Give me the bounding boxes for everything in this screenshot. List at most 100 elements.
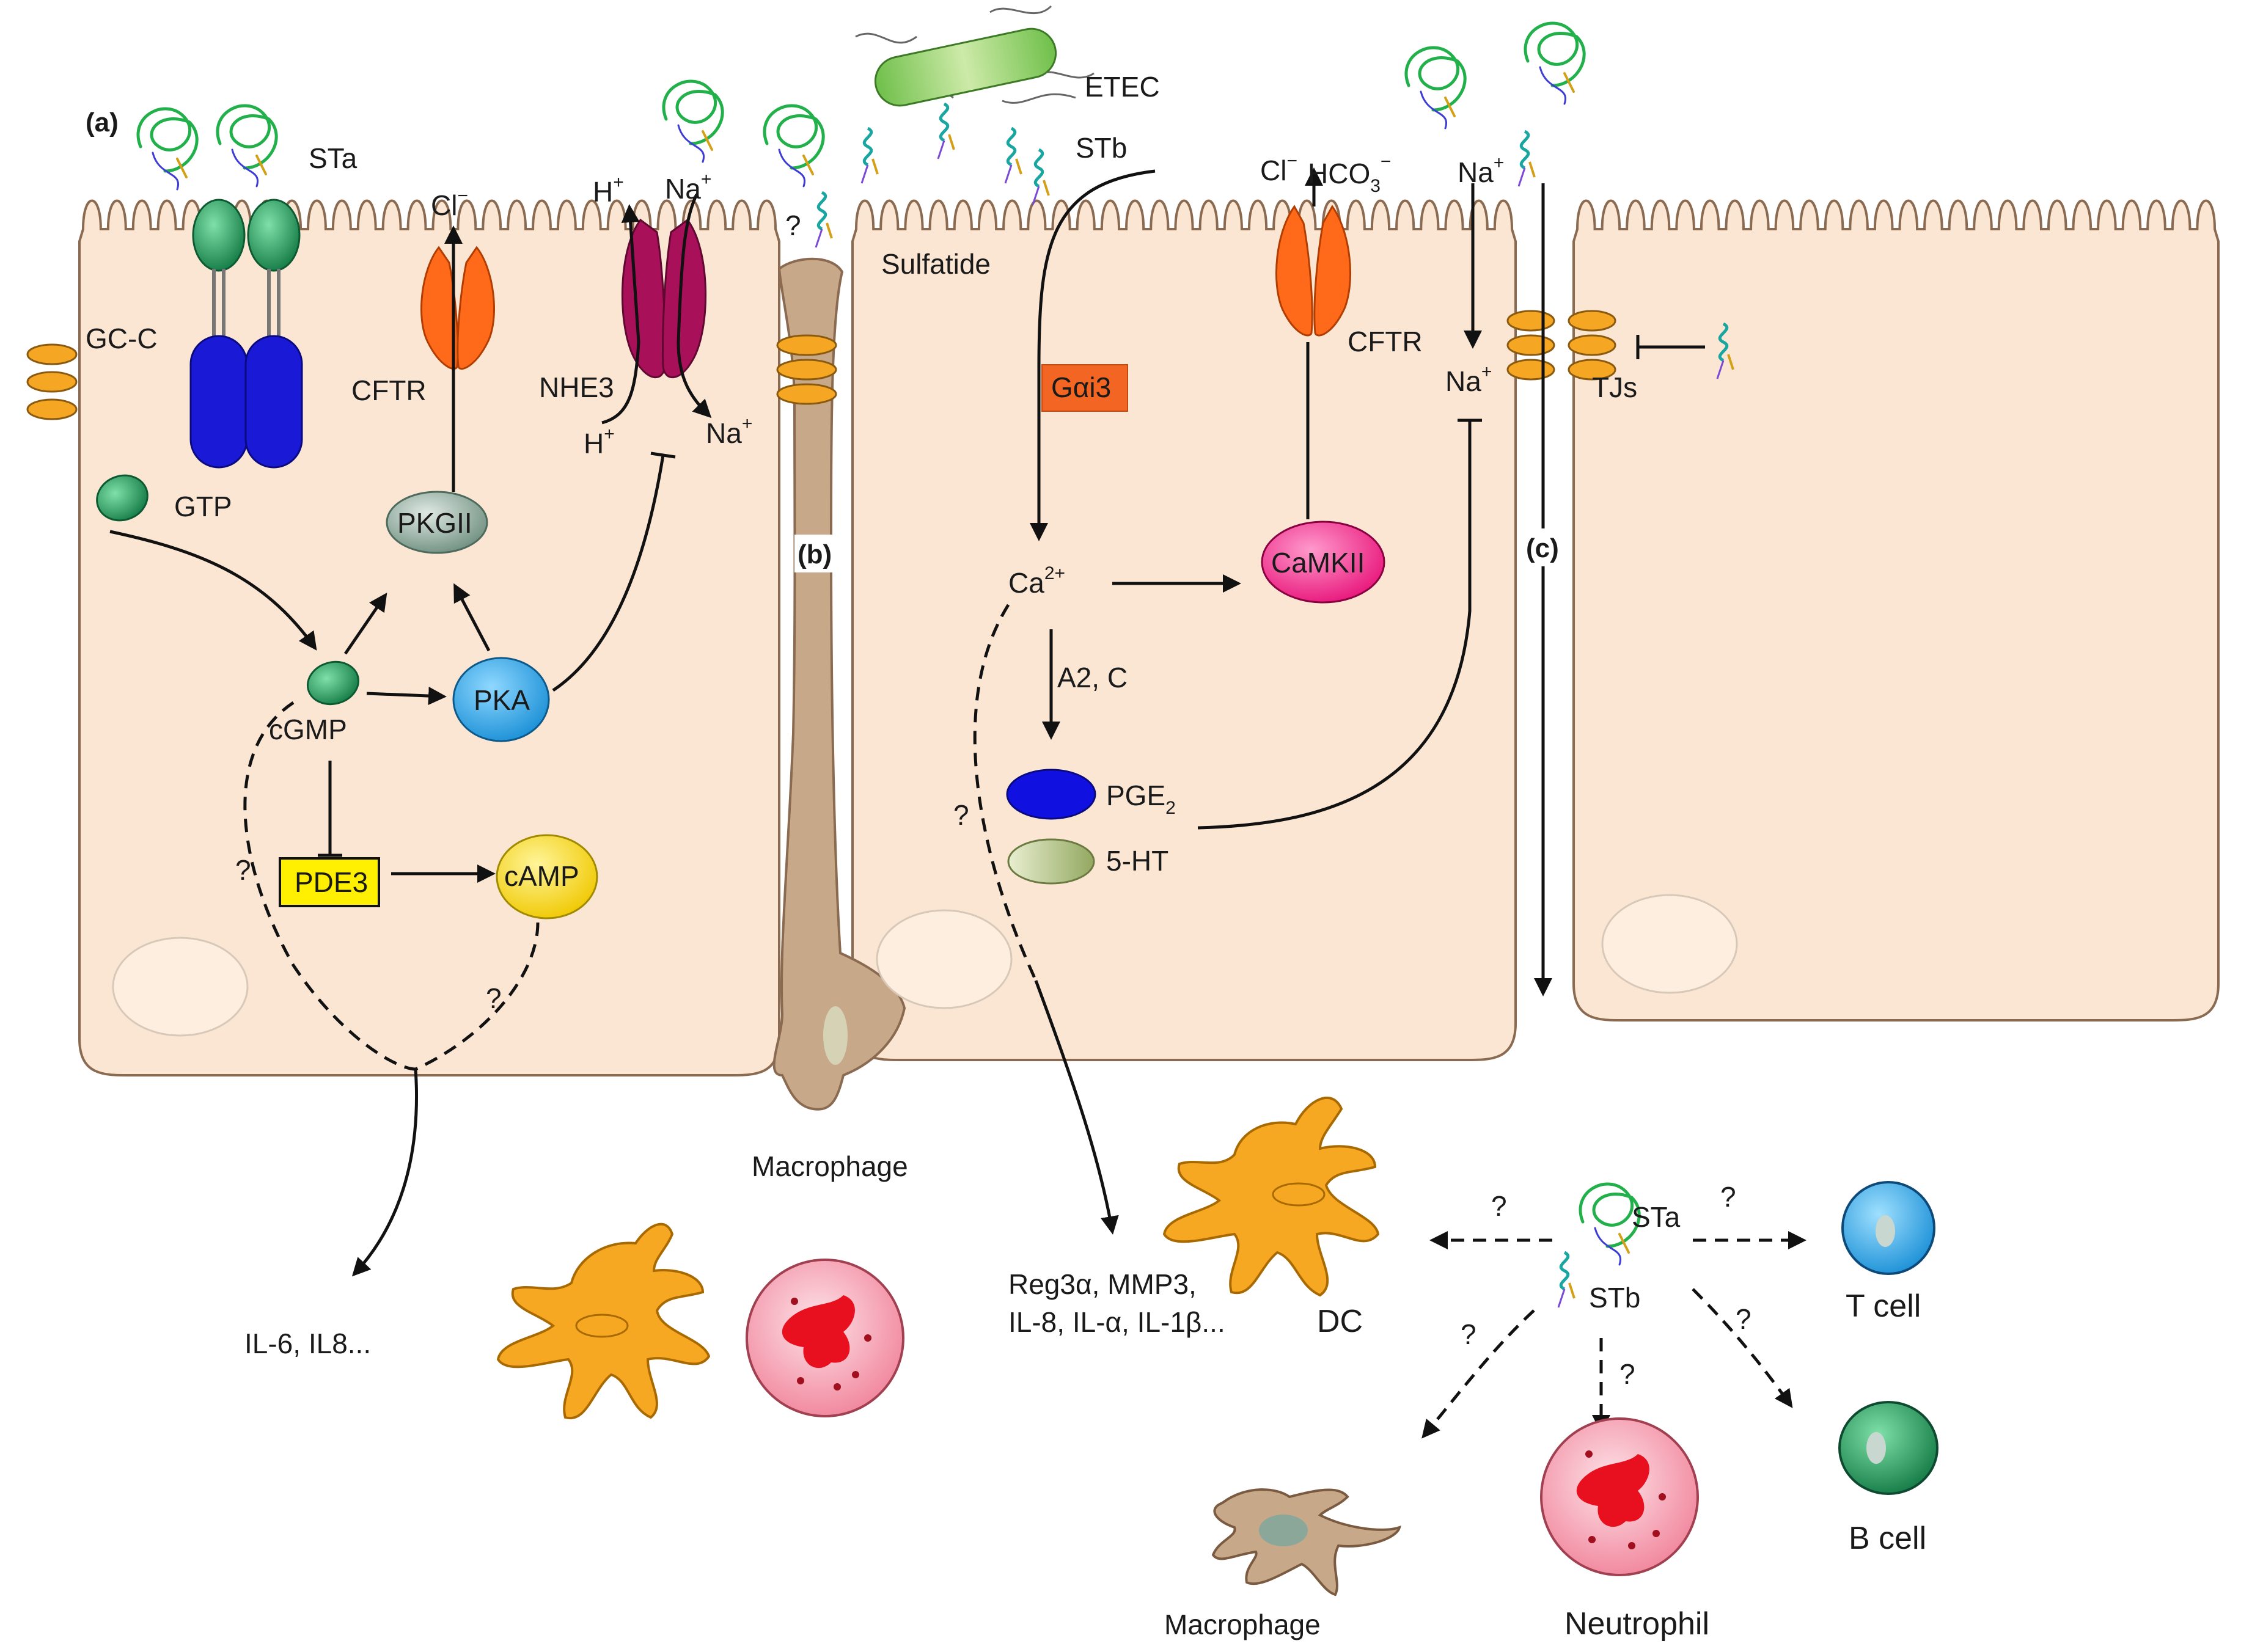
pathway-arrows bbox=[109, 167, 1705, 1277]
cell-nucleus-left bbox=[112, 937, 249, 1037]
camkii-label: CaMKII bbox=[1271, 547, 1365, 579]
sta-label-top: STa bbox=[309, 142, 358, 174]
svg-text:?: ? bbox=[1491, 1190, 1507, 1222]
tight-junction-right bbox=[1506, 310, 1616, 381]
ca-ion: Ca2+ bbox=[1008, 563, 1065, 599]
dendritic-cell-right bbox=[1162, 1097, 1380, 1297]
b-cell bbox=[1838, 1401, 1938, 1495]
sta-toxin-icon bbox=[1524, 21, 1586, 105]
h-ion-out: H+ bbox=[593, 172, 624, 208]
pka-node bbox=[452, 657, 550, 742]
svg-text:?: ? bbox=[785, 210, 801, 241]
il6-label: IL-6, IL8... bbox=[244, 1328, 371, 1359]
a2c-label: A2, C bbox=[1057, 662, 1128, 693]
galpha-label: Gαi3 bbox=[1051, 371, 1111, 403]
panel-a-label: (a) bbox=[86, 108, 119, 137]
na-ion-out: Na+ bbox=[665, 169, 711, 205]
question-marks: ? ? ? ? ? ? ? ? ? bbox=[235, 210, 1751, 1390]
cgmp-label: cGMP bbox=[269, 714, 347, 745]
neutrophil-left bbox=[746, 1259, 904, 1417]
pde3-label: PDE3 bbox=[295, 866, 368, 898]
stb-toxin-icons bbox=[815, 102, 1734, 1308]
svg-text:?: ? bbox=[1720, 1181, 1736, 1213]
tcell-label: T cell bbox=[1846, 1288, 1921, 1324]
svg-text:?: ? bbox=[1736, 1303, 1751, 1335]
cftr-channel-left bbox=[420, 246, 495, 370]
pkgii-node bbox=[386, 491, 488, 554]
ht5-label: 5-HT bbox=[1106, 845, 1168, 877]
stb-toxin-icon bbox=[860, 126, 879, 184]
nhe3-label: NHE3 bbox=[539, 371, 614, 403]
pge2-node bbox=[1006, 769, 1096, 820]
camp-label: cAMP bbox=[504, 860, 579, 892]
gcc-label: GC-C bbox=[86, 323, 158, 354]
tight-junction-left-edge bbox=[26, 343, 78, 420]
h-ion-in: H+ bbox=[584, 424, 615, 459]
cl-ion-right: Cl− bbox=[1260, 151, 1297, 186]
pge2-label: PGE2 bbox=[1106, 780, 1176, 818]
na-ion-right-bottom: Na+ bbox=[1445, 362, 1492, 397]
5ht-node bbox=[1007, 838, 1095, 885]
stb-toxin-icon bbox=[1716, 322, 1734, 379]
dc-label: DC bbox=[1317, 1304, 1363, 1339]
stb-label-bottom: STb bbox=[1589, 1282, 1640, 1314]
sta-toxin-icon bbox=[1404, 46, 1467, 130]
etec-bacterium-icon bbox=[855, 5, 1095, 107]
pde3-box bbox=[279, 857, 380, 907]
na-ion-right-top: Na+ bbox=[1458, 153, 1504, 188]
stb-toxin-icon bbox=[937, 102, 955, 159]
svg-text:?: ? bbox=[1619, 1358, 1635, 1390]
epithelial-cells bbox=[78, 199, 2220, 1076]
neutrophil-bottom bbox=[1540, 1417, 1699, 1576]
panel-c-tag: (c) bbox=[1523, 528, 1567, 566]
bcell-label: B cell bbox=[1849, 1521, 1926, 1556]
panel-b-tag: (b) bbox=[794, 535, 838, 572]
cftr-channel-right bbox=[1275, 205, 1352, 337]
cl-ion-left: Cl− bbox=[431, 186, 468, 221]
epithelial-cell-middle bbox=[851, 199, 1517, 1061]
sta-toxin-icon bbox=[662, 79, 724, 163]
svg-text:(c): (c) bbox=[1526, 533, 1559, 563]
cell-nucleus-middle bbox=[876, 909, 1013, 1009]
pka-label: PKA bbox=[474, 684, 530, 716]
sta-label-bottom: STa bbox=[1632, 1201, 1681, 1233]
sta-toxin-icon bbox=[1579, 1182, 1641, 1266]
tight-junction-macrophage bbox=[776, 334, 837, 405]
stb-toxin-icon bbox=[815, 191, 833, 248]
stb-toxin-icon bbox=[1517, 130, 1536, 187]
camkii-node bbox=[1261, 521, 1385, 604]
t-cell bbox=[1841, 1181, 1935, 1275]
svg-text:?: ? bbox=[1461, 1318, 1476, 1350]
sta-toxin-icon bbox=[136, 107, 199, 191]
sta-toxin-icon bbox=[216, 104, 278, 188]
gcc-receptor-1 bbox=[189, 199, 248, 469]
stb-toxin-icon bbox=[1557, 1251, 1575, 1308]
stb-label-top: STb bbox=[1076, 132, 1127, 164]
pkgii-label: PKGII bbox=[397, 507, 472, 539]
neutrophil-label: Neutrophil bbox=[1564, 1606, 1709, 1642]
cgmp-molecule bbox=[306, 660, 360, 706]
epithelial-cell-right bbox=[1572, 199, 2220, 1022]
macrophage-nucleus bbox=[823, 1006, 848, 1065]
etec-label: ETEC bbox=[1085, 71, 1160, 103]
cftr-label-left: CFTR bbox=[351, 375, 427, 406]
camp-node bbox=[496, 834, 598, 919]
gtp-molecule bbox=[96, 474, 149, 522]
svg-text:?: ? bbox=[953, 799, 969, 831]
stb-toxin-icon bbox=[1032, 148, 1050, 205]
sulfatide-label: Sulfatide bbox=[881, 248, 991, 280]
cftr-label-right: CFTR bbox=[1348, 326, 1423, 357]
svg-text:(b): (b) bbox=[798, 539, 832, 569]
cell-nucleus-right bbox=[1601, 894, 1738, 994]
hco3-ion: HCO3− bbox=[1308, 152, 1391, 196]
gtp-label: GTP bbox=[174, 491, 232, 522]
gcc-receptor-2 bbox=[244, 199, 303, 469]
dashed-pathways bbox=[243, 604, 1806, 1439]
galpha-box bbox=[1041, 364, 1128, 412]
stb-toxin-icon bbox=[1004, 126, 1022, 184]
macrophage-bottom bbox=[1211, 1488, 1401, 1596]
svg-text:?: ? bbox=[235, 854, 251, 886]
na-ion-in: Na+ bbox=[706, 414, 752, 449]
macrophage-label-middle: Macrophage bbox=[752, 1150, 908, 1182]
